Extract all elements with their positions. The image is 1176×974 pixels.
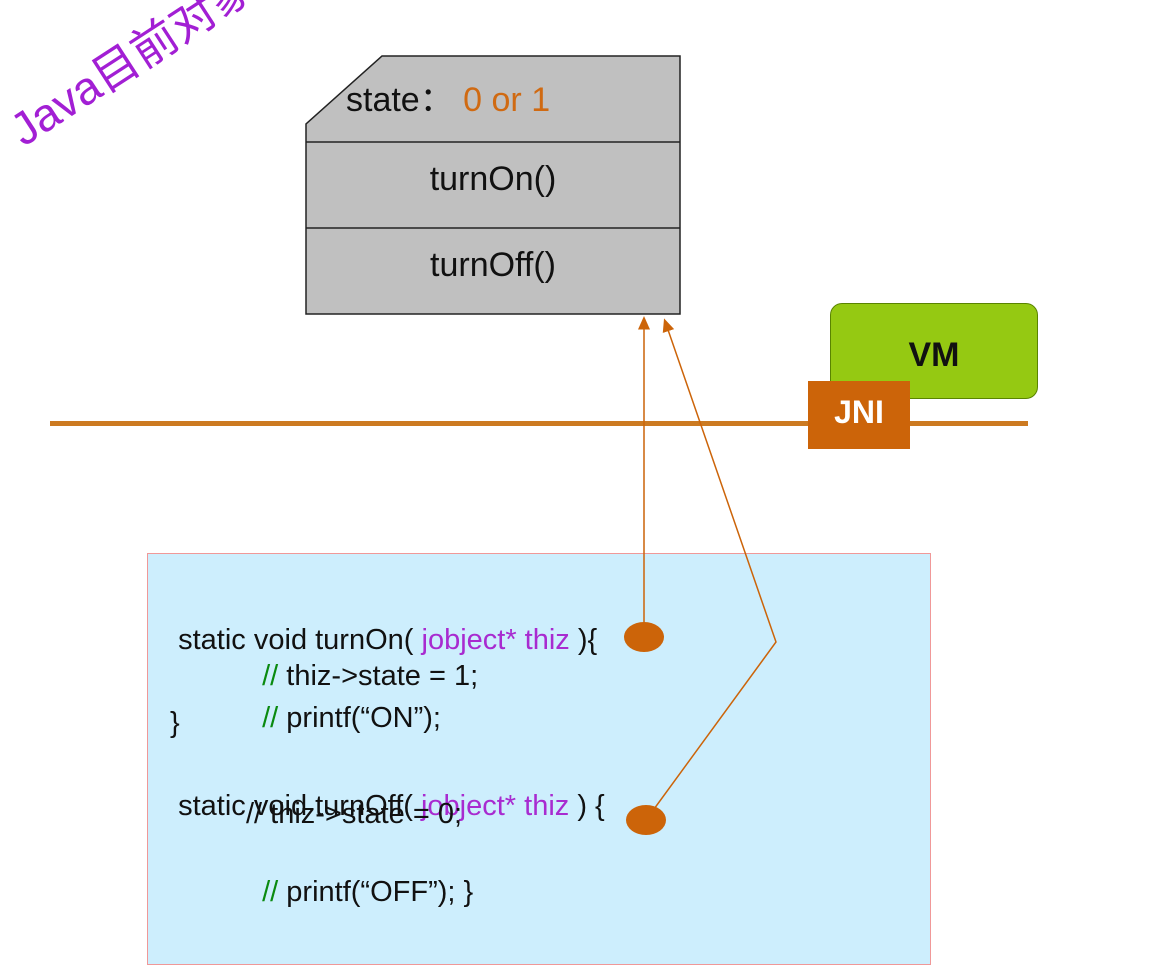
state-value: 0 or 1 xyxy=(463,81,551,119)
boundary-line xyxy=(50,421,1028,426)
code-line-1: static void turnOn( jobject* thiz ){ xyxy=(162,586,597,656)
native-code-block xyxy=(147,553,931,965)
code-param: jobject* thiz xyxy=(421,624,570,656)
code-text: printf(“OFF”); } xyxy=(278,876,474,908)
jni-label: JNI xyxy=(834,394,884,430)
code-line-6: // thiz->state = 0; xyxy=(246,798,462,830)
code-text: static void turnOn( xyxy=(178,624,422,656)
method-turn-on: turnOn() xyxy=(429,160,557,198)
code-param: jobject* thiz xyxy=(420,790,570,822)
code-comment-mark: // xyxy=(262,876,279,908)
code-text: thiz->state = 1; xyxy=(278,660,479,692)
code-line-5: static void turnOff( jobject* thiz ) { xyxy=(162,752,605,822)
code-line-7: // printf(“OFF”); } xyxy=(246,838,473,908)
state-field: state： 0 or 1 xyxy=(306,72,680,134)
code-comment-mark: // xyxy=(262,702,279,734)
jni-box xyxy=(808,381,910,449)
code-comment-mark: // xyxy=(262,660,279,692)
code-line-2: // thiz->state = 1; xyxy=(246,622,478,692)
code-text: printf(“ON”); xyxy=(278,702,441,734)
code-line-4: } xyxy=(162,707,180,739)
code-text: ){ xyxy=(569,624,598,656)
code-line-3: // printf(“ON”); xyxy=(246,664,441,734)
state-label: state： xyxy=(346,81,454,119)
code-text: static void turnOff( xyxy=(178,790,421,822)
method-turn-off: turnOff() xyxy=(430,246,556,284)
vm-label: VM xyxy=(908,336,960,374)
code-text: ) { xyxy=(569,790,605,822)
